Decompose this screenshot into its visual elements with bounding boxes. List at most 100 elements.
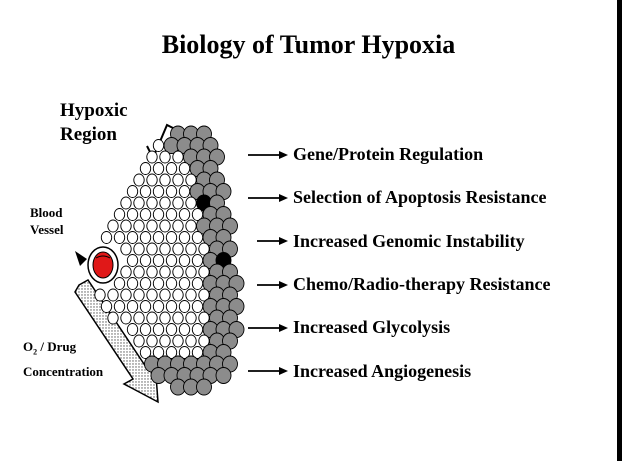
tumor-cell [172,311,184,325]
tumor-cell [133,242,145,256]
tumor-cell [133,265,145,279]
tumor-cell [165,300,178,313]
tumor-cell [172,219,184,233]
tumor-cell [120,196,132,210]
tumor-cell [178,300,191,313]
tumor-cell [146,242,158,256]
tumor-cell [165,231,178,244]
tumor-cell [139,277,152,290]
tumor-cell [126,231,139,244]
effect-arrow-head [279,151,288,159]
tumor-cell [172,265,184,279]
tumor-cell [152,277,165,290]
effect-apoptosis: Selection of Apoptosis Resistance [293,187,547,207]
tumor-cell [165,254,178,267]
tumor-cell [165,323,178,336]
effect-arrow-head [279,281,288,289]
tumor-cell [165,162,178,175]
tumor-cell [139,300,152,313]
tumor-cell [107,219,119,233]
tumor-cell [159,288,171,302]
tumor-cell [152,139,165,152]
tumor-cell [185,334,197,348]
tumor-cell [139,254,152,267]
tumor-cell [126,323,139,336]
tumor-cell [107,288,119,302]
blood-vessel-line1: Blood [30,205,63,220]
tumor-cell [113,208,126,221]
tumor-cell [185,265,197,279]
tumor-cell [191,254,204,267]
tumor-cell [100,300,113,313]
effect-arrow-head [279,367,288,375]
tumor-cell [172,150,184,164]
tumor-cell [120,242,132,256]
tumor-cell [165,208,178,221]
effect-arrow-head [279,324,288,332]
tumor-cell [120,311,132,325]
o2-rest: / Drug [37,339,77,354]
tumor-cell [172,196,184,210]
o2-subscript: 2 [33,347,38,357]
tumor-cell [126,254,139,267]
tumor-cell [94,288,106,302]
effect-arrow-head [279,194,288,202]
tumor-cell [159,219,171,233]
effect-arrow-head [279,237,288,245]
tumor-cell [178,277,191,290]
tumor-cell [178,162,191,175]
tumor-cell [178,185,191,198]
tumor-cell [152,162,165,175]
hypoxic-region-label: Hypoxic Region [60,99,128,147]
tumor-cell [191,277,204,290]
tumor-cell [133,173,145,187]
tumor-cell [185,219,197,233]
tumor-cell [107,311,119,325]
tumor-cell [146,219,158,233]
tumor-cell [146,311,158,325]
blood-vessel-label: Blood Vessel [30,204,63,238]
tumor-cell [146,173,158,187]
tumor-cell [126,185,139,198]
hypoxic-cell [215,367,232,384]
tumor-cell [139,346,152,359]
tumor-cell [126,208,139,221]
tumor-cell [185,196,197,210]
tumor-cell [126,300,139,313]
tumor-cell [159,150,171,164]
tumor-cell [152,254,165,267]
tumor-cell [152,323,165,336]
tumor-cell [113,277,126,290]
tumor-cell [185,311,197,325]
tumor-cell [113,300,126,313]
tumor-cell [191,300,204,313]
tumor-cell [120,288,132,302]
tumor-cell [100,231,113,244]
tumor-cell [159,173,171,187]
tumor-cell [146,150,158,164]
effect-arrows [248,151,288,375]
tumor-cell [178,208,191,221]
o2-drug-line2: Concentration [23,363,104,379]
tumor-cell [172,288,184,302]
tumor-cell [159,311,171,325]
tumor-cell [191,323,204,336]
tumor-cell [146,196,158,210]
tumor-cell [159,196,171,210]
hypoxic-region-line1: Hypoxic [60,100,128,121]
effect-therapy: Chemo/Radio-therapy Resistance [293,274,551,294]
effect-genomic: Increased Genomic Instability [293,231,525,251]
tumor-cell [165,277,178,290]
tumor-cell [126,277,139,290]
right-edge-bar [617,0,622,461]
blood-vessel-icon [87,246,119,284]
tumor-cell [178,231,191,244]
effect-angiogenesis: Increased Angiogenesis [293,361,472,381]
blood-vessel-pointer [75,251,87,266]
effect-gene-protein: Gene/Protein Regulation [293,144,484,164]
tumor-cell [152,185,165,198]
tumor-cell [152,208,165,221]
tumor-cell [146,265,158,279]
tumor-cell [191,231,204,244]
